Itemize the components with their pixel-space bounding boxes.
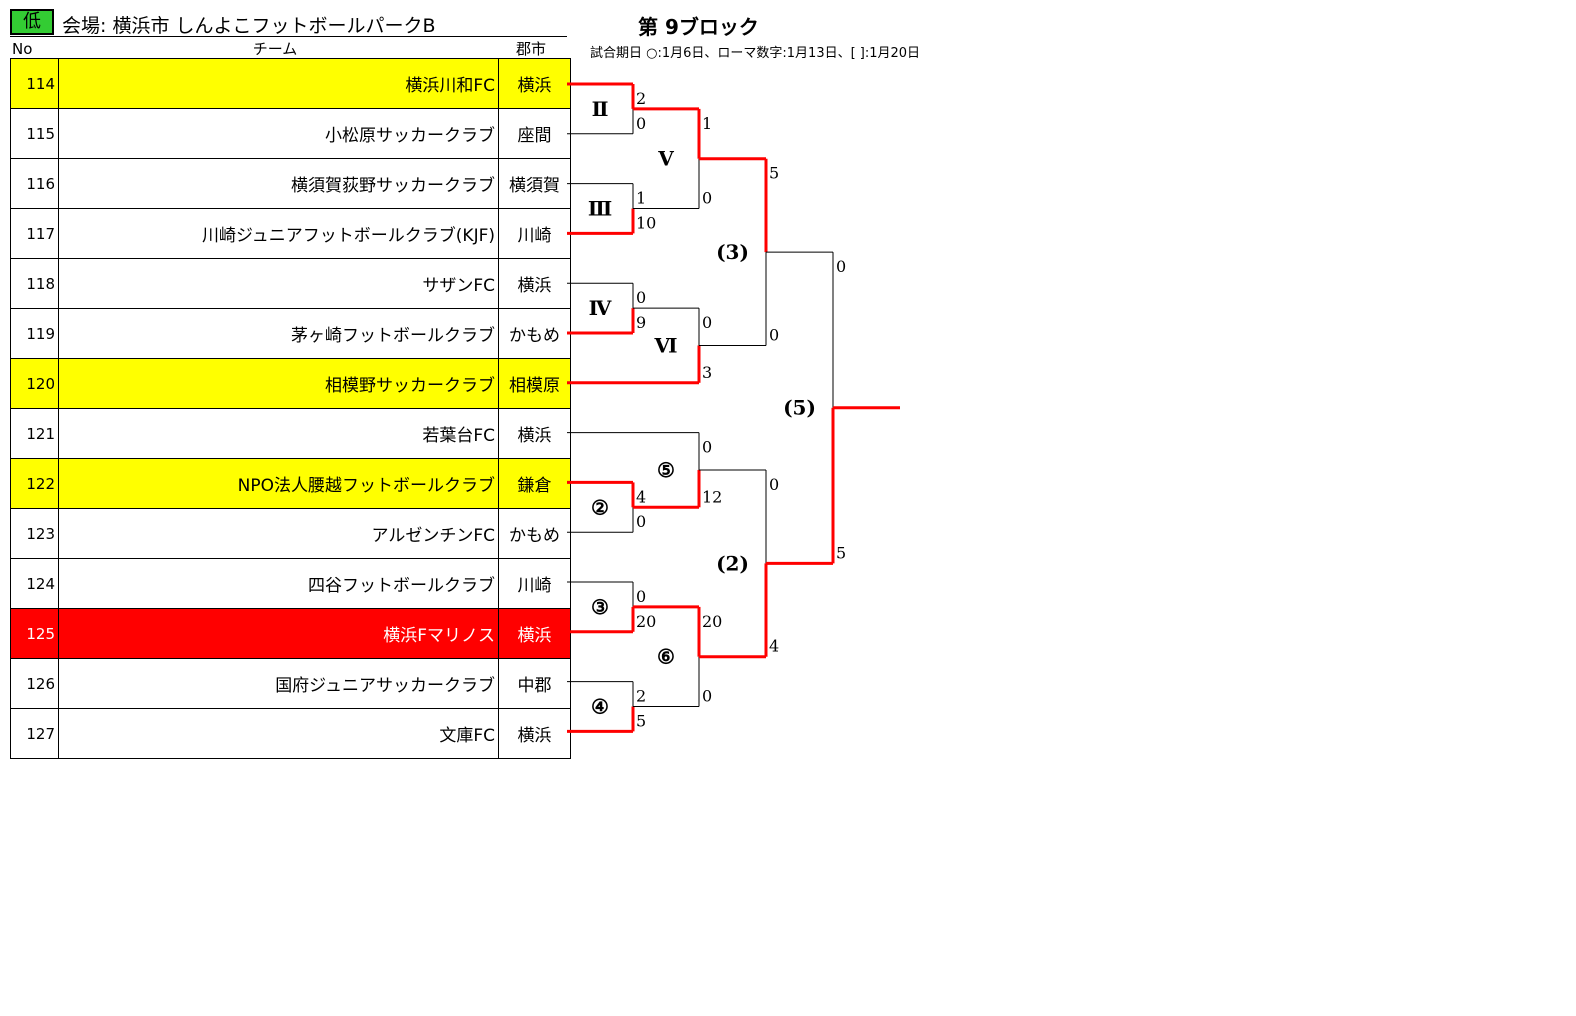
team-city: かもめ: [498, 508, 571, 559]
header-rule: [10, 36, 567, 37]
match-label: (2): [716, 551, 749, 575]
match-label: ⑤: [657, 458, 675, 482]
score-label: 0: [702, 313, 712, 332]
score-label: 5: [836, 543, 846, 562]
team-city: 横浜: [498, 608, 571, 659]
score-label: 4: [769, 637, 779, 656]
team-number: 121: [10, 408, 59, 459]
match-label: ④: [591, 695, 609, 719]
score-label: 5: [769, 164, 779, 183]
team-number: 124: [10, 558, 59, 609]
column-header-no: No: [12, 40, 33, 58]
team-name: 国府ジュニアサッカークラブ: [58, 658, 499, 709]
team-name: 横浜Fマリノス: [58, 608, 499, 659]
team-city: 川崎: [498, 558, 571, 609]
match-label: (5): [783, 396, 816, 420]
score-label: 10: [636, 213, 656, 232]
score-label: 0: [769, 325, 779, 344]
column-header-team: チーム: [252, 40, 298, 58]
team-city: 横浜: [498, 708, 571, 759]
score-label: 0: [636, 587, 646, 606]
score-label: 4: [636, 487, 646, 506]
team-name: 相模野サッカークラブ: [58, 358, 499, 409]
team-city: 横浜: [498, 58, 571, 109]
team-name: 若葉台FC: [58, 408, 499, 459]
match-label: (3): [716, 240, 749, 264]
score-label: 0: [636, 114, 646, 133]
team-number: 117: [10, 208, 59, 259]
score-label: 20: [702, 612, 722, 631]
team-name: NPO法人腰越フットボールクラブ: [58, 458, 499, 509]
team-city: 横浜: [498, 408, 571, 459]
team-city: 横浜: [498, 258, 571, 309]
match-label: ③: [591, 595, 609, 619]
team-city: 横須賀: [498, 158, 571, 209]
match-label: ②: [591, 495, 609, 519]
match-label: Ⅱ: [592, 97, 609, 121]
team-city: 相模原: [498, 358, 571, 409]
team-name: 川崎ジュニアフットボールクラブ(KJF): [58, 208, 499, 259]
team-number: 120: [10, 358, 59, 409]
score-label: 0: [702, 189, 712, 208]
team-number: 115: [10, 108, 59, 159]
team-city: かもめ: [498, 308, 571, 359]
team-name: 小松原サッカークラブ: [58, 108, 499, 159]
score-label: 20: [636, 612, 656, 631]
team-city: 中郡: [498, 658, 571, 709]
team-city: 川崎: [498, 208, 571, 259]
team-number: 119: [10, 308, 59, 359]
match-label: ⑥: [657, 645, 675, 669]
team-number: 116: [10, 158, 59, 209]
match-label: Ⅴ: [657, 147, 674, 171]
score-label: 0: [636, 512, 646, 531]
category-badge: 低: [10, 9, 54, 35]
match-dates-note: 試合期日 ○:1月6日、ローマ数字:1月13日、[ ]:1月20日: [590, 46, 921, 61]
match-label: Ⅲ: [588, 197, 612, 221]
team-number: 123: [10, 508, 59, 559]
team-number: 126: [10, 658, 59, 709]
venue-title: 会場: 横浜市 しんよこフットボールパークB: [62, 15, 436, 37]
match-label: Ⅳ: [589, 296, 612, 320]
score-label: 0: [636, 288, 646, 307]
team-number: 127: [10, 708, 59, 759]
team-name: 四谷フットボールクラブ: [58, 558, 499, 609]
score-label: 2: [636, 89, 646, 108]
score-label: 0: [702, 438, 712, 457]
score-label: 0: [836, 257, 846, 276]
team-number: 114: [10, 58, 59, 109]
block-title: 第 9ブロック: [638, 15, 759, 39]
score-label: 0: [769, 475, 779, 494]
team-city: 鎌倉: [498, 458, 571, 509]
match-label: Ⅵ: [654, 333, 678, 357]
team-name: 横須賀荻野サッカークラブ: [58, 158, 499, 209]
score-label: 0: [702, 687, 712, 706]
score-label: 1: [636, 189, 646, 208]
score-label: 5: [636, 711, 646, 730]
column-header-city: 郡市: [515, 40, 546, 58]
team-name: 茅ヶ崎フットボールクラブ: [58, 308, 499, 359]
score-label: 1: [702, 114, 712, 133]
score-label: 9: [636, 313, 646, 332]
team-city: 座間: [498, 108, 571, 159]
score-label: 2: [636, 687, 646, 706]
score-label: 12: [702, 487, 722, 506]
score-label: 3: [702, 363, 712, 382]
team-name: 文庫FC: [58, 708, 499, 759]
team-number: 122: [10, 458, 59, 509]
